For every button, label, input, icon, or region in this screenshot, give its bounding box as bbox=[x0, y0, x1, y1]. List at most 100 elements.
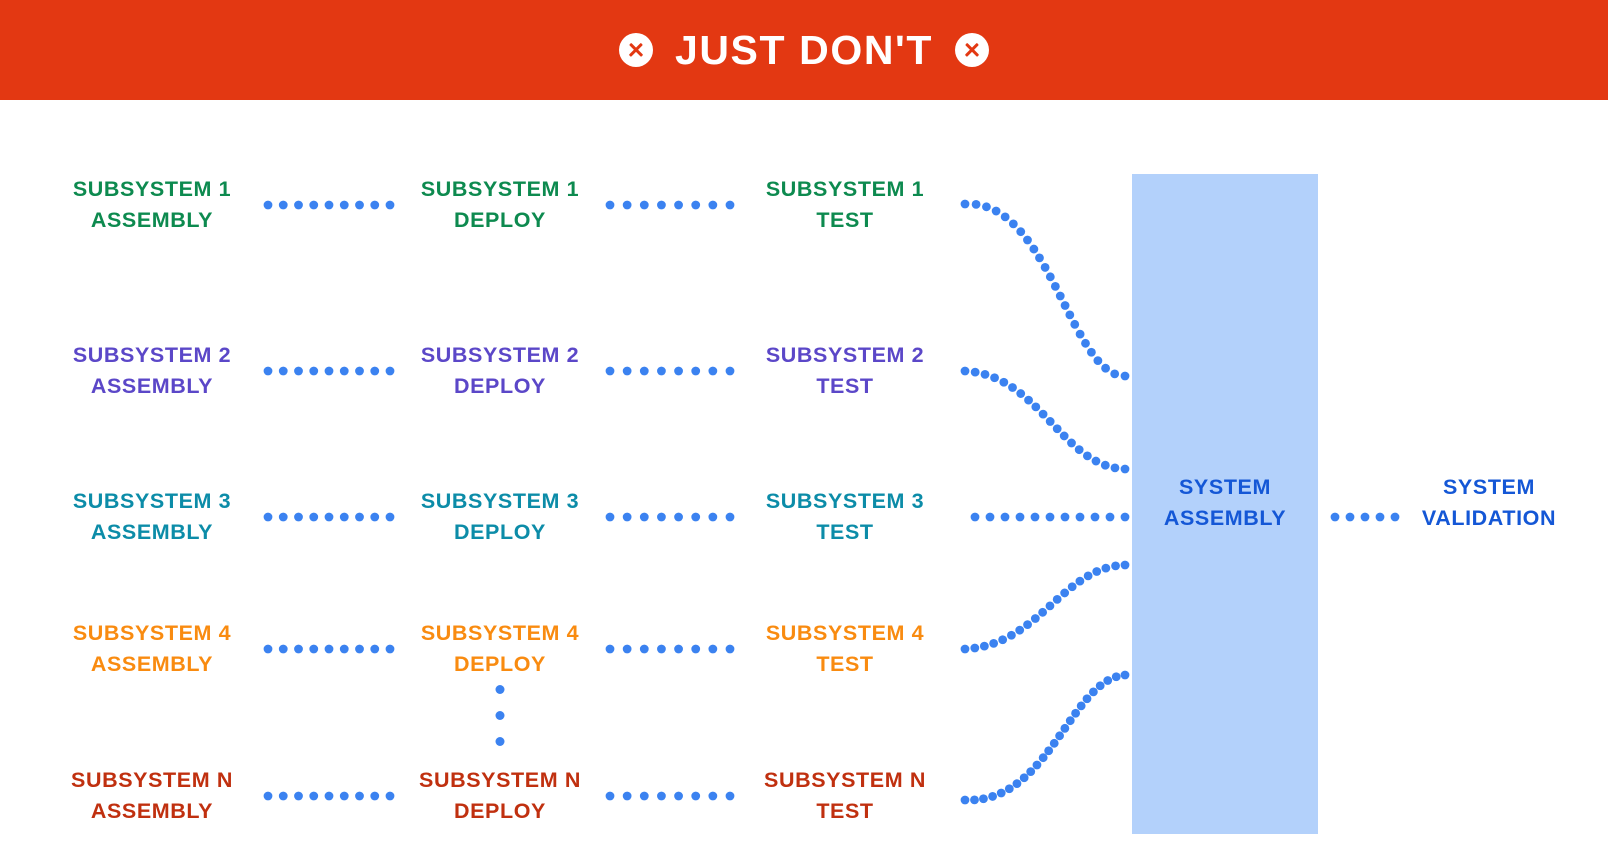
stage-label-line1: SUBSYSTEM 3 bbox=[72, 489, 232, 513]
connector-dot bbox=[1012, 779, 1022, 789]
connector-dot bbox=[1345, 512, 1355, 522]
connector-dot bbox=[1007, 630, 1016, 640]
connector-dot bbox=[385, 512, 395, 522]
connector-dot bbox=[725, 644, 735, 654]
banner-title: JUST DON'T bbox=[674, 26, 934, 73]
connector-dot bbox=[309, 644, 319, 654]
connector-dot bbox=[989, 638, 999, 648]
x-circle-icon bbox=[618, 33, 653, 67]
connector-dot bbox=[339, 200, 349, 210]
connector-dot bbox=[1040, 263, 1050, 272]
connector-dot bbox=[370, 200, 380, 210]
connector-dot bbox=[278, 791, 288, 801]
connector-dot bbox=[339, 366, 349, 376]
connector-dot bbox=[1120, 464, 1130, 474]
connector-dot bbox=[1050, 281, 1060, 291]
connector-dot bbox=[370, 512, 380, 522]
connector-dot bbox=[339, 644, 349, 654]
stage-label-line2: ASSEMBLY bbox=[90, 652, 214, 676]
connector-dot bbox=[1330, 512, 1340, 522]
connector-dot bbox=[1015, 625, 1025, 635]
stage-label-line2: ASSEMBLY bbox=[90, 799, 214, 823]
connector-dot bbox=[605, 791, 615, 801]
connector-dot bbox=[691, 366, 701, 376]
connector-dot bbox=[1026, 767, 1036, 777]
connector-dot bbox=[355, 366, 364, 376]
connector-dot bbox=[691, 200, 701, 210]
connector-dot bbox=[263, 791, 273, 801]
connector-dot bbox=[622, 200, 632, 210]
connector-dot bbox=[691, 644, 701, 654]
connector-dot bbox=[1045, 272, 1055, 282]
stage-label-line1: SUBSYSTEM 4 bbox=[72, 621, 232, 645]
connector-dot bbox=[294, 644, 303, 654]
banner-content: JUST DON'T bbox=[618, 26, 990, 73]
stage-label-line1: SUBSYSTEM N bbox=[764, 768, 926, 792]
connector-dot bbox=[639, 200, 649, 210]
stage-subsystem-1-deploy: SUBSYSTEM 1 DEPLOY bbox=[421, 174, 579, 236]
connector-dot bbox=[355, 200, 364, 210]
connector-dot bbox=[980, 369, 990, 379]
stage-label-line1: SUBSYSTEM 4 bbox=[765, 621, 925, 645]
connector-dot bbox=[1008, 383, 1017, 392]
connector-dot bbox=[639, 366, 649, 376]
connector-dot bbox=[674, 366, 683, 376]
connector-dot bbox=[1019, 773, 1029, 783]
connector-dot bbox=[725, 791, 735, 801]
connector-dot bbox=[294, 791, 303, 801]
connector-dot bbox=[1016, 389, 1026, 398]
stage-label-line1: SUBSYSTEM N bbox=[71, 768, 233, 792]
connector-dot bbox=[725, 512, 735, 522]
connector-dot bbox=[674, 200, 683, 210]
stage-label-line1: SUBSYSTEM 1 bbox=[420, 177, 580, 201]
connector-dot bbox=[970, 367, 980, 377]
connector-dot bbox=[622, 512, 632, 522]
connector-dot bbox=[1360, 512, 1370, 522]
connector-dot bbox=[385, 791, 395, 801]
system-assembly-label: SYSTEM ASSEMBLY bbox=[1164, 472, 1286, 534]
connector-dot bbox=[657, 644, 666, 654]
system-validation-line2: VALIDATION bbox=[1421, 506, 1557, 530]
stage-label-line1: SUBSYSTEM 3 bbox=[420, 489, 580, 513]
connector-dot bbox=[1090, 512, 1100, 522]
connector-dot bbox=[971, 199, 981, 209]
connector-dot bbox=[1082, 694, 1092, 704]
connector-dot bbox=[960, 644, 970, 654]
connector-dot bbox=[1029, 244, 1039, 254]
connector-dot bbox=[294, 512, 303, 522]
stage-subsystem-n-assembly: SUBSYSTEM N ASSEMBLY bbox=[71, 765, 233, 827]
connector-dot bbox=[278, 512, 288, 522]
ellipsis-dot bbox=[495, 685, 505, 694]
connector-dot bbox=[708, 366, 718, 376]
connector-dot bbox=[1045, 417, 1055, 426]
stage-label-line2: TEST bbox=[816, 799, 874, 823]
connector-dot bbox=[1111, 672, 1121, 682]
stage-label-line2: TEST bbox=[816, 520, 874, 544]
connector-dot bbox=[1004, 784, 1014, 794]
stage-label-line1: SUBSYSTEM 2 bbox=[420, 343, 580, 367]
connector-dot bbox=[1086, 347, 1096, 357]
connector-dot bbox=[657, 512, 666, 522]
stage-label-line2: DEPLOY bbox=[453, 208, 546, 232]
connector-dot bbox=[1035, 253, 1044, 263]
connector-dot bbox=[622, 791, 632, 801]
connector-dot bbox=[1000, 512, 1010, 522]
connector-dot bbox=[294, 200, 303, 210]
connector-dot bbox=[1023, 235, 1032, 245]
connector-dot bbox=[1038, 409, 1048, 419]
connector-dot bbox=[278, 644, 288, 654]
connector-dot bbox=[1030, 614, 1040, 623]
connector-dot bbox=[370, 791, 380, 801]
connector-dot bbox=[605, 644, 615, 654]
connector-dot bbox=[385, 644, 395, 654]
connector-dot bbox=[990, 373, 999, 383]
connector-dot bbox=[1060, 301, 1070, 310]
connector-dot bbox=[1100, 460, 1110, 470]
system-assembly-line2: ASSEMBLY bbox=[1163, 506, 1287, 530]
connector-dot bbox=[657, 200, 666, 210]
pipeline-diagram: SYSTEM ASSEMBLY SYSTEM VALIDATION SUBSYS… bbox=[0, 100, 1608, 846]
stage-label-line2: DEPLOY bbox=[453, 799, 546, 823]
connector-dot bbox=[263, 200, 273, 210]
